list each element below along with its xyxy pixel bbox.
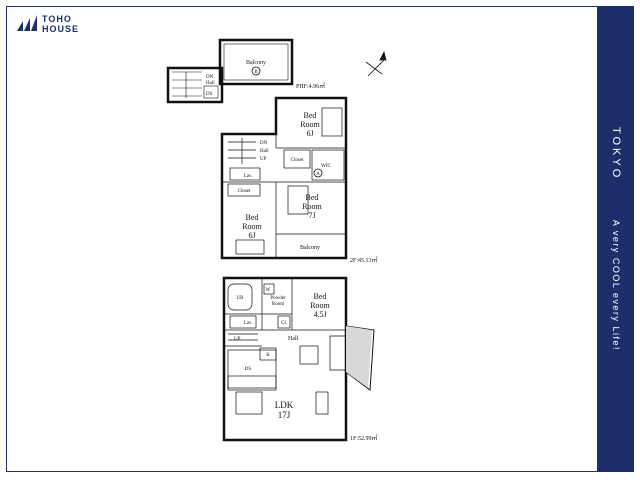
f2-size-top: 6J bbox=[306, 129, 313, 138]
f1-area-label: 1F:52.99㎡ bbox=[350, 434, 378, 442]
brand-logo: TOHO HOUSE bbox=[16, 14, 79, 34]
f2-lav-label: Lav. bbox=[244, 174, 253, 179]
brand-mark-icon bbox=[17, 15, 37, 31]
f1-powder-label: Powder bbox=[270, 296, 286, 301]
floor1-plan bbox=[222, 276, 375, 442]
f2-bed-left: Bed bbox=[246, 213, 259, 222]
f2-up-label: UP bbox=[260, 157, 267, 162]
f1-ldk-label: LDK bbox=[275, 400, 294, 410]
f2-closet-a: Closet bbox=[291, 158, 304, 163]
f1-lav-label: Lav. bbox=[244, 321, 253, 326]
f1-k-label: K bbox=[266, 353, 270, 358]
north-arrow-icon bbox=[365, 50, 387, 77]
f2-hall-label: Hall bbox=[260, 149, 269, 154]
f1-powder-room-label: Room bbox=[272, 302, 284, 307]
f1-hall-label: Hall bbox=[288, 336, 299, 342]
f2-room-mid: Room bbox=[302, 202, 322, 211]
f1-up-label: UP bbox=[234, 337, 241, 342]
f1-cl-label: Cl. bbox=[281, 321, 287, 326]
phf-hall-label: Hall bbox=[206, 81, 215, 86]
f1-ub-label: UB bbox=[237, 296, 245, 301]
phf-balcony-label: Balcony bbox=[246, 60, 266, 66]
f1-ldk-size: 17J bbox=[278, 410, 291, 420]
f2-size-left: 6J bbox=[248, 231, 255, 240]
phf-area-label: PHF:4.96㎡ bbox=[296, 82, 325, 90]
f2-wic-label: WIC bbox=[321, 164, 331, 169]
phf-ds-label: DS bbox=[206, 92, 213, 97]
f2-wic-marker: A bbox=[316, 172, 320, 177]
f2-room-left: Room bbox=[242, 222, 262, 231]
phf-plan bbox=[166, 38, 294, 104]
f2-room-top: Room bbox=[300, 120, 320, 129]
f1-ds-label: DS bbox=[245, 367, 252, 372]
f2-dn-label: DN bbox=[260, 141, 268, 146]
f1-wm-label: W bbox=[266, 288, 271, 293]
brand-line2: HOUSE bbox=[42, 24, 80, 34]
side-banner: TOKYO A very COOL every Life! bbox=[598, 6, 634, 472]
f2-closet-b: Closet bbox=[238, 189, 251, 194]
f2-size-mid: 7J bbox=[308, 211, 315, 220]
f2-balcony-label: Balcony bbox=[300, 245, 320, 251]
f2-area-label: 2F:45.13㎡ bbox=[350, 256, 378, 264]
phf-dn-label: DN bbox=[206, 75, 214, 80]
f1-bed-label: Bed bbox=[314, 292, 327, 301]
f1-room-label: Room bbox=[310, 301, 330, 310]
phf-balcony-marker: B bbox=[254, 70, 258, 75]
f1-size-label: 4.5J bbox=[313, 310, 326, 319]
floor2-plan bbox=[220, 96, 348, 260]
f2-bed-mid: Bed bbox=[306, 193, 319, 202]
f2-bed-top: Bed bbox=[304, 111, 317, 120]
brand-line1: TOHO bbox=[42, 14, 72, 24]
page-frame bbox=[6, 6, 598, 472]
